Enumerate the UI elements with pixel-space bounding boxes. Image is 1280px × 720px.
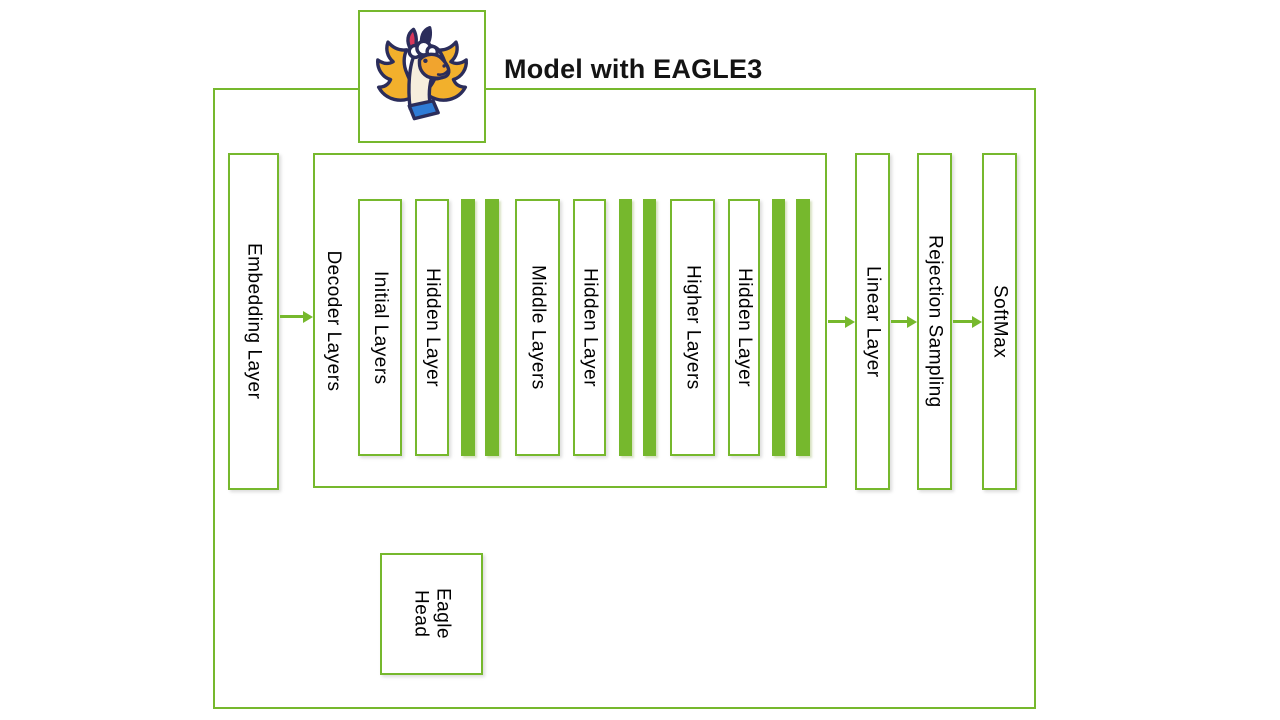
embedding-layer-label: Embedding Layer [243,243,265,400]
decoder-layers-box: Decoder Layers Initial Layers Hidden Lay… [313,153,827,488]
softmax-box: SoftMax [982,153,1017,490]
hidden-state-bar-4 [643,199,656,456]
hidden-state-bar-6 [796,199,810,456]
linear-layer-label: Linear Layer [862,265,884,378]
scarf [407,98,440,120]
decoder-layers-label: Decoder Layers [322,249,344,392]
nostril [442,63,446,68]
embedding-layer-box: Embedding Layer [228,153,279,490]
arrow-linear-to-rejection [891,320,907,323]
eagle-logo-box [358,10,486,143]
hidden-state-bar-5 [772,199,785,456]
arrow-rejection-to-softmax [953,320,972,323]
winged-llama-logo-icon [376,25,468,120]
middle-layers-box: Middle Layers [515,199,560,456]
model-boundary-box [213,88,1036,709]
linear-layer-box: Linear Layer [855,153,890,490]
arrow-decoder-to-linear [828,320,845,323]
rejection-sampling-label: Rejection Sampling [924,235,946,408]
arrow-embedding-to-decoder [280,315,303,318]
hidden-layer-label-3: Hidden Layer [733,267,755,388]
hidden-layer-label-1: Hidden Layer [421,267,443,388]
hidden-state-bar-2 [485,199,499,456]
initial-layers-label: Initial Layers [369,270,391,385]
softmax-label: SoftMax [989,284,1011,359]
page-title: Model with EAGLE3 [504,54,763,84]
hidden-state-bar-3 [619,199,632,456]
hidden-layer-box-1: Hidden Layer [415,199,449,456]
hidden-layer-label-2: Hidden Layer [579,267,601,388]
hidden-state-bar-1 [461,199,475,456]
middle-layers-label: Middle Layers [527,265,549,390]
eagle-head-box: Eagle Head [380,553,483,675]
eagle-head-label: Eagle Head [410,588,454,640]
hidden-layer-box-3: Hidden Layer [728,199,760,456]
rejection-sampling-box: Rejection Sampling [917,153,952,490]
hidden-layer-box-2: Hidden Layer [573,199,606,456]
higher-layers-label: Higher Layers [682,265,704,390]
higher-layers-box: Higher Layers [670,199,715,456]
eye [423,58,428,63]
mouth [436,68,450,76]
initial-layers-box: Initial Layers [358,199,402,456]
